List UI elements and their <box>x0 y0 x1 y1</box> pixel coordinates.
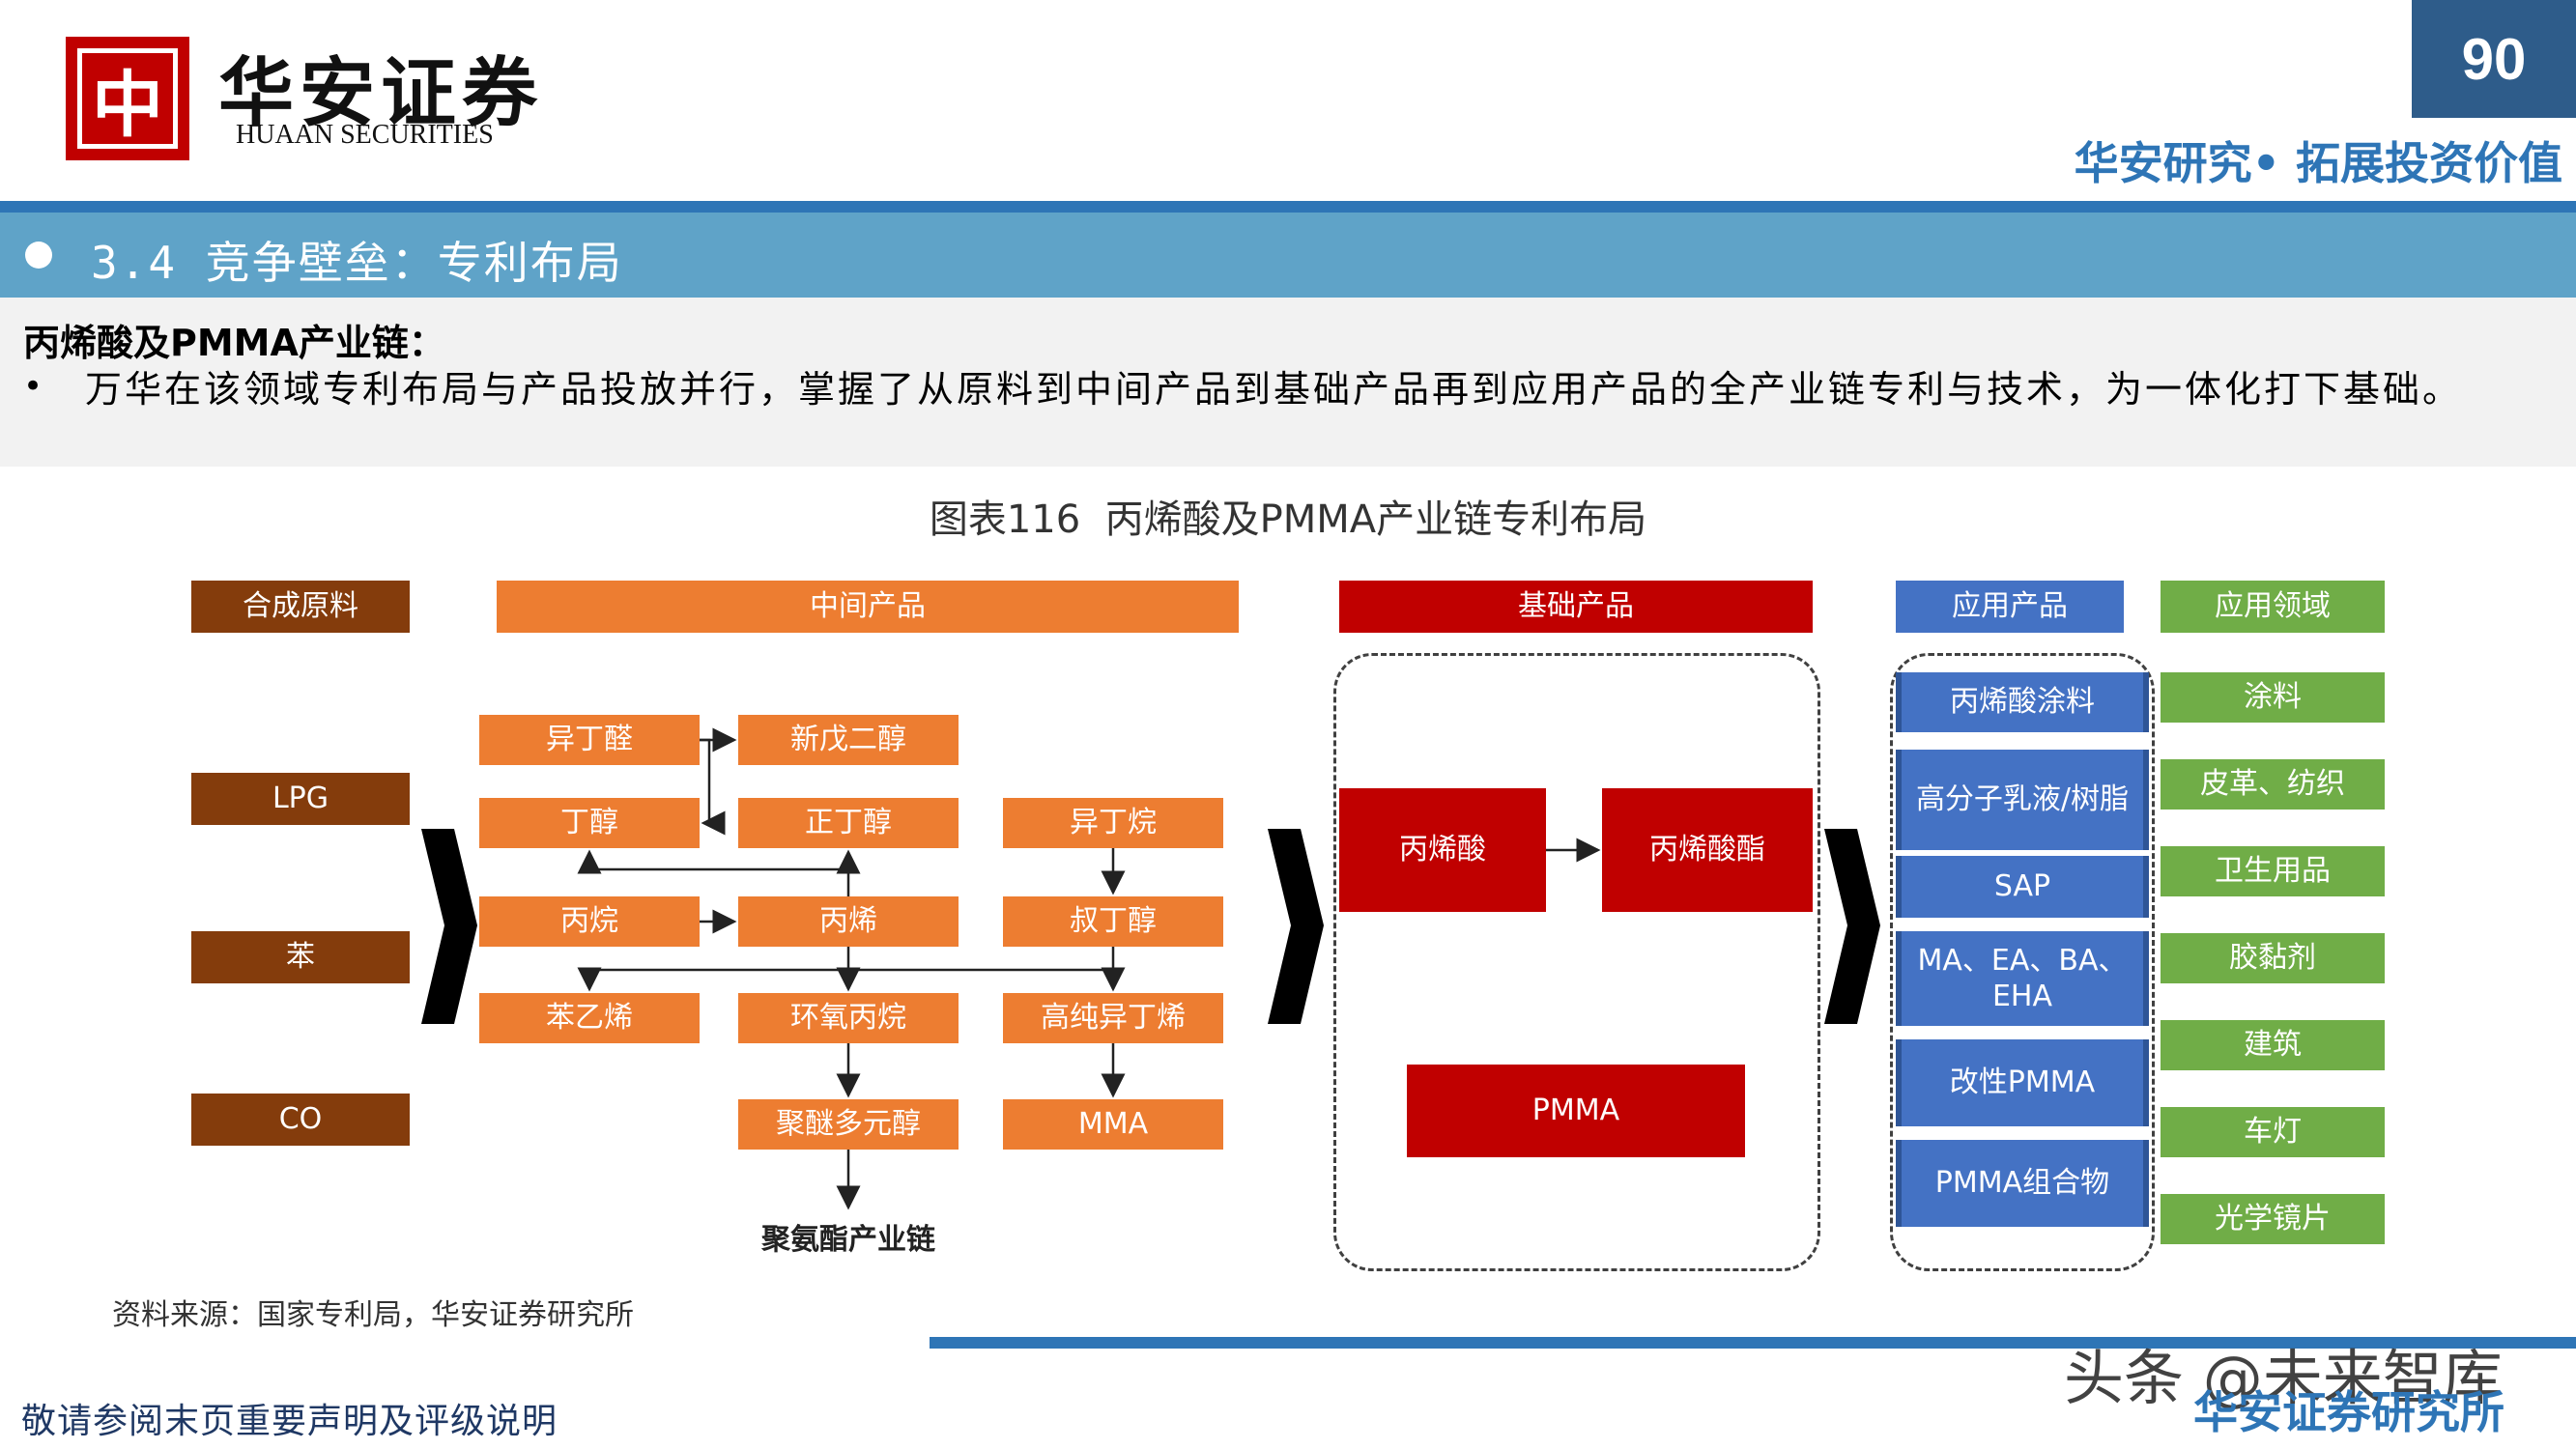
section-bar: 3.4 竞争壁垒：专利布局 <box>0 213 2576 298</box>
flow-arrow-2 <box>1268 829 1324 1024</box>
node-high-purity-isobutylene: 高纯异丁烯 <box>1003 993 1223 1043</box>
footer-disclaimer: 敬请参阅末页重要声明及评级说明 <box>21 1402 558 1441</box>
node-tert-butanol: 叔丁醇 <box>1003 896 1223 947</box>
node-propylene: 丙烯 <box>738 896 959 947</box>
intro-bullet-text: 万华在该领域专利布局与产品投放并行，掌握了从原料到中间产品到基础产品再到应用产品… <box>85 368 2463 411</box>
header-raw-materials: 合成原料 <box>191 581 410 633</box>
brand-name-cn: 华安证券 <box>218 49 544 137</box>
logo-glyph: 中 <box>92 63 163 147</box>
node-mma: MMA <box>1003 1099 1223 1150</box>
intro-panel: 丙烯酸及PMMA产业链： • 万华在该领域专利布局与产品投放并行，掌握了从原料到… <box>0 298 2576 467</box>
header-intermediate-products: 中间产品 <box>497 581 1239 633</box>
raw-material-lpg: LPG <box>191 773 410 825</box>
application-products-frame <box>1890 653 2155 1271</box>
node-butanol: 丁醇 <box>479 798 700 848</box>
intro-heading: 丙烯酸及PMMA产业链： <box>23 322 445 364</box>
node-isobutane: 异丁烷 <box>1003 798 1223 848</box>
section-title: 3.4 竞争壁垒：专利布局 <box>91 237 623 289</box>
header-application-fields: 应用领域 <box>2161 581 2385 633</box>
app-product-modified-pmma: 改性PMMA <box>1896 1039 2149 1126</box>
slogan: 华安研究• 拓展投资价值 <box>2074 137 2562 189</box>
app-product-acrylic-coating: 丙烯酸涂料 <box>1896 672 2149 732</box>
flow-arrow-3 <box>1824 829 1880 1024</box>
header-divider <box>0 201 2576 213</box>
edge-iba-butanol <box>700 738 726 836</box>
source-note: 资料来源：国家专利局，华安证券研究所 <box>112 1298 634 1332</box>
node-n-butanol: 正丁醇 <box>738 798 959 848</box>
app-product-polymer-emulsion: 高分子乳液/树脂 <box>1896 750 2149 850</box>
app-field-coatings: 涂料 <box>2161 672 2385 723</box>
node-neopentyl-glycol: 新戊二醇 <box>738 715 959 765</box>
page-number-badge: 90 <box>2412 0 2576 118</box>
node-acrylic-acid: 丙烯酸 <box>1339 788 1546 912</box>
edge-propylene-butanol <box>577 849 850 896</box>
footer-divider <box>930 1337 2576 1349</box>
node-isobutyraldehyde: 异丁醛 <box>479 715 700 765</box>
brand-name-en: HUAAN SECURITIES <box>236 120 494 150</box>
raw-material-benzene: 苯 <box>191 931 410 983</box>
app-product-pmma-composition: PMMA组合物 <box>1896 1140 2149 1227</box>
logo-inner: 中 <box>77 48 178 149</box>
app-field-adhesives: 胶黏剂 <box>2161 933 2385 983</box>
watermark-huaan: 华安证券研究所 <box>2193 1386 2504 1438</box>
app-product-acrylate-esters: MA、EA、BA、EHA <box>1896 931 2149 1026</box>
app-field-car-lights: 车灯 <box>2161 1107 2385 1157</box>
app-product-sap: SAP <box>1896 856 2149 918</box>
node-styrene: 苯乙烯 <box>479 993 700 1043</box>
raw-material-co: CO <box>191 1094 410 1146</box>
header-application-products: 应用产品 <box>1896 581 2124 633</box>
app-field-construction: 建筑 <box>2161 1020 2385 1070</box>
logo: 中 <box>66 37 189 160</box>
page-number: 90 <box>2461 26 2527 92</box>
label-polyurethane-chain: 聚氨酯产业链 <box>761 1223 935 1257</box>
app-field-hygiene: 卫生用品 <box>2161 846 2385 896</box>
node-propane: 丙烷 <box>479 896 700 947</box>
node-propylene-oxide: 环氧丙烷 <box>738 993 959 1043</box>
app-field-optical-lenses: 光学镜片 <box>2161 1194 2385 1244</box>
app-field-leather-textile: 皮革、纺织 <box>2161 759 2385 810</box>
figure-caption: 图表116 丙烯酸及PMMA产业链专利布局 <box>929 497 1647 542</box>
watermark-toutiao: 头条 @未来智库 <box>2064 1343 2503 1413</box>
node-acrylate: 丙烯酸酯 <box>1602 788 1813 912</box>
section-bullet-icon <box>25 242 52 269</box>
basic-products-frame <box>1333 653 1820 1271</box>
flow-arrow-1 <box>421 829 477 1024</box>
node-pmma: PMMA <box>1407 1065 1745 1157</box>
node-polyether-polyol: 聚醚多元醇 <box>738 1099 959 1150</box>
header-basic-products: 基础产品 <box>1339 581 1813 633</box>
edge-propylene-branch <box>577 947 850 992</box>
intro-bullet-icon: • <box>23 367 43 406</box>
